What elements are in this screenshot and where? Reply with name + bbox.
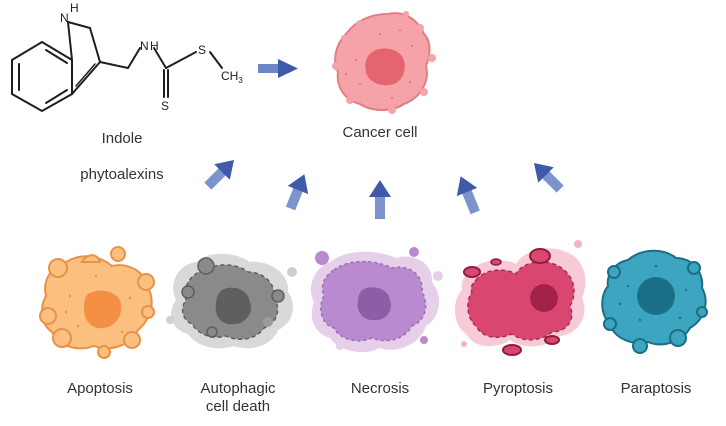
arrow-to-paraptosis (533, 162, 564, 193)
atom-n-chain: N (140, 39, 149, 53)
molecule-atom-labels: N H N H S S CH3 (60, 1, 243, 113)
outcome-label-paraptosis: Paraptosis (620, 380, 692, 397)
molecule-name-label: Indole phytoalexins (62, 112, 182, 202)
atom-h-chain: H (150, 39, 159, 53)
molecule-name-line1: Indole (101, 130, 143, 147)
atom-n-ring: N (60, 11, 69, 25)
cancer-cell-label: Cancer cell (342, 124, 418, 141)
arrow-to-apoptosis (204, 159, 235, 190)
arrow-to-autophagic (285, 174, 309, 211)
necrosis-cell-illustration (310, 247, 443, 353)
outcome-label-apoptosis: Apoptosis (67, 380, 133, 397)
atom-s-thione: S (161, 99, 169, 113)
autophagic-cell-illustration (166, 253, 297, 349)
outcome-label-necrosis: Necrosis (350, 380, 410, 397)
atom-h-ring: H (70, 1, 79, 15)
atom-s-thioether: S (198, 43, 206, 57)
outcome-label-autophagic: Autophagic cell death (200, 380, 276, 415)
apoptosis-cell-illustration (39, 246, 155, 359)
indole-phytoalexin-structure (11, 21, 223, 113)
arrows (204, 59, 564, 219)
outcome-label-pyroptosis: Pyroptosis (482, 380, 554, 397)
arrow-to-pyroptosis (456, 176, 480, 215)
cancer-cell-illustration (332, 11, 436, 114)
molecule-name-line2: phytoalexins (80, 166, 164, 183)
pyroptosis-cell-illustration (454, 240, 586, 356)
arrow-to-cancer-cell (258, 59, 298, 78)
arrow-to-necrosis (369, 180, 391, 219)
paraptosis-cell-illustration (601, 249, 708, 354)
atom-methyl: CH3 (221, 69, 243, 85)
